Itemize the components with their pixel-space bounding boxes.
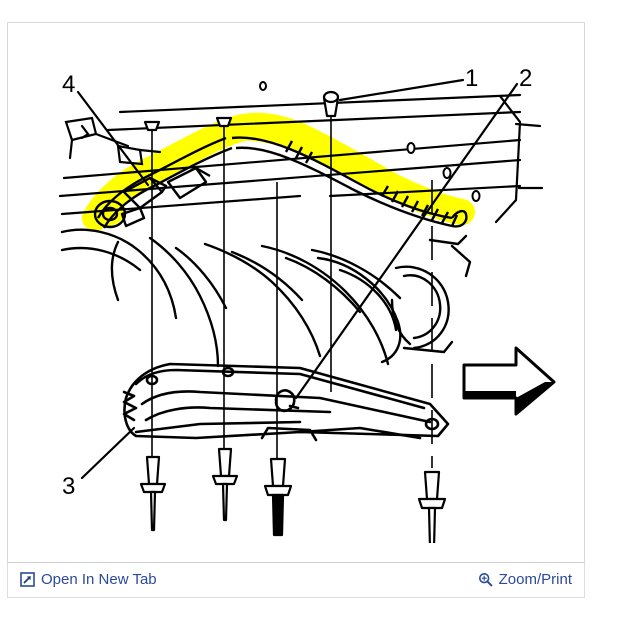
panel-holes (259, 81, 481, 202)
exhaust-manifold-body (60, 228, 472, 368)
direction-arrow (462, 346, 556, 416)
callout-2-label: 2 (519, 65, 532, 92)
callout-numbers: 4 1 2 3 (62, 65, 532, 500)
callout-1-label: 1 (465, 65, 478, 92)
callout-3-label: 3 (62, 473, 75, 500)
callout-4-label: 4 (62, 71, 75, 98)
bolt (263, 457, 293, 537)
open-in-new-tab-label: Open In New Tab (41, 571, 157, 588)
open-in-new-tab-button[interactable]: Open In New Tab (20, 571, 157, 588)
bolt (211, 447, 239, 522)
page-left-margin (0, 0, 7, 620)
heat-shield (122, 362, 450, 442)
upper-bolt-heads (143, 90, 340, 132)
diagram-canvas[interactable]: 4 1 2 3 (8, 23, 584, 543)
mounting-bolts (139, 447, 447, 543)
diagram-footer-toolbar: Open In New Tab Zoom/Print (7, 562, 585, 598)
magnifier-plus-icon (478, 572, 493, 587)
open-in-new-tab-icon (20, 572, 35, 587)
zoom-print-label: Zoom/Print (498, 571, 572, 588)
bolt (139, 455, 167, 532)
zoom-print-button[interactable]: Zoom/Print (478, 571, 572, 588)
assembly-centerlines (151, 102, 433, 468)
diagram-viewer-frame: 4 1 2 3 (7, 22, 585, 584)
callout-leader-lines (76, 78, 519, 480)
bolt (417, 470, 447, 543)
exhaust-manifold-heat-shield-diagram: 4 1 2 3 (58, 65, 556, 543)
